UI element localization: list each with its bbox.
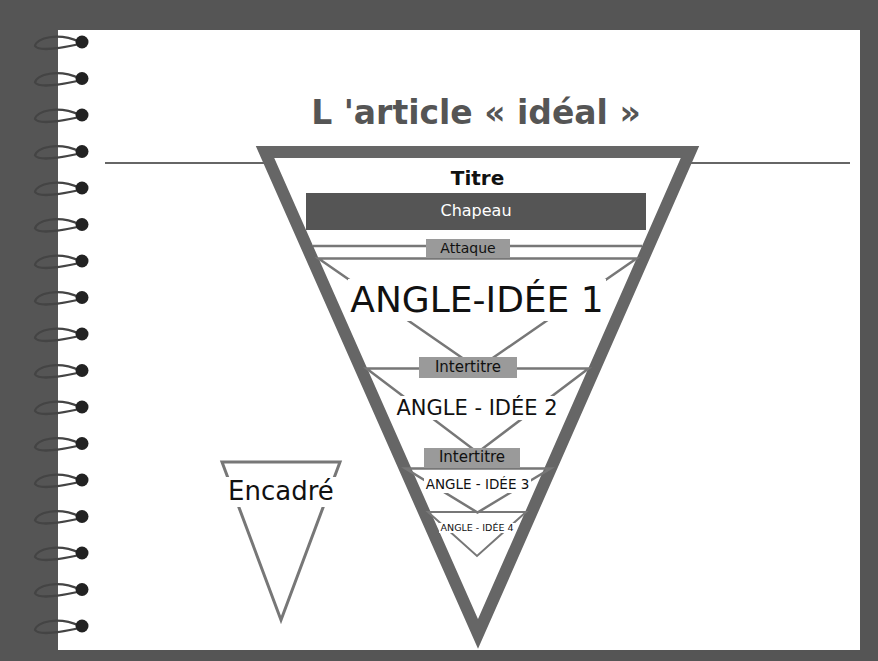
article-part-label: Attaque [440,240,495,256]
idea-triangle: ANGLE - IDÉE 3 [403,466,553,515]
article-part-label: Intertitre [439,449,505,466]
idea-triangle: ANGLE - IDÉE 4 [426,510,528,558]
idea-triangle: ANGLE-IDÉE 1 [316,256,639,371]
header-rule [105,162,268,164]
triangle-shape [405,468,550,512]
triangle-outline [426,510,528,558]
article-part-label: Intertitre [435,359,501,376]
article-part-label: Encadré [226,477,336,507]
encadre-triangle: Encadré [219,459,343,623]
triangle-shape [222,462,340,620]
intertitre-box: Intertitre [424,448,520,468]
page-title: L 'article « idéal » [311,93,641,132]
header-rule [688,162,850,164]
paper-sheet [58,30,860,650]
intertitre-box: Intertitre [419,357,517,378]
article-part-label: ANGLE - IDÉE 2 [394,396,559,420]
article-part-label: Titre [449,167,507,190]
spiral-binding [35,37,80,633]
idea-triangle: ANGLE - IDÉE 2 [364,366,591,455]
chapeau-band: Chapeau [306,193,646,230]
attaque-box: Attaque [426,239,510,258]
triangle-shape [428,512,526,556]
article-part-label: Chapeau [440,202,511,220]
triangle-shape [318,258,636,368]
article-part-label: ANGLE - IDÉE 4 [439,523,516,534]
article-pyramid: TitreChapeauAttaqueANGLE-IDÉE 1 Intertitr… [253,140,702,646]
article-part-label: ANGLE-IDÉE 1 [348,279,605,320]
triangle-shape [366,368,588,452]
article-part-label: ANGLE - IDÉE 3 [424,477,532,493]
spiral-holes [76,36,89,633]
triangle-shape [265,152,690,634]
